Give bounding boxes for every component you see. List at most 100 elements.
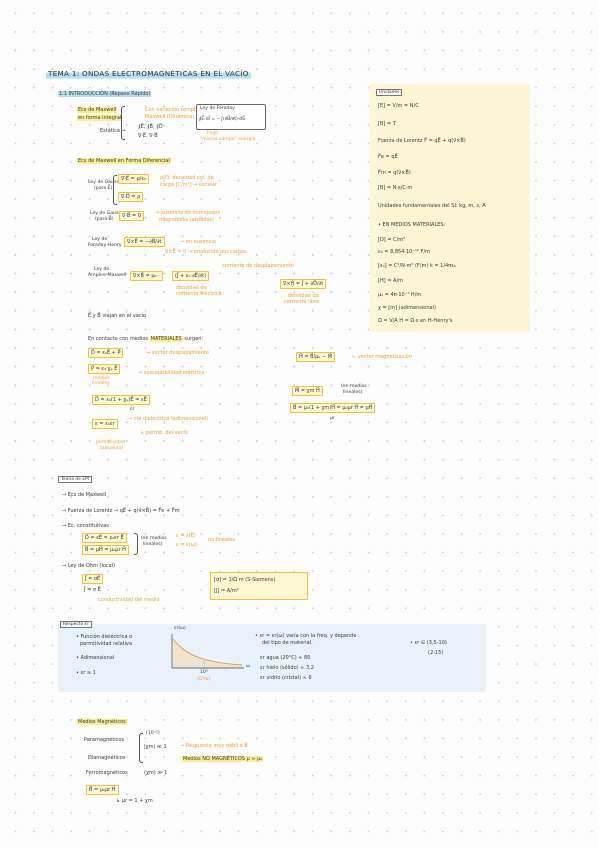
displacement-current-note: corriente de desplazamiento [222, 263, 294, 269]
small-chi: |χm| ≪ 1 [144, 744, 167, 750]
p-note: → susceptibilidad eléctrica [138, 370, 205, 376]
nonlinear-note: no lineales [208, 537, 235, 543]
ampere-label: Ley de [94, 267, 110, 272]
current-density-note-2: corriente eléctrica [176, 291, 222, 297]
paramagnetic-value: (10⁻⁵) [146, 731, 160, 736]
faraday-label-2: Faraday-Henry [88, 243, 122, 248]
ferromagnetic-label: Ferromagnéticos [86, 770, 128, 776]
free-current-note: densidad de [288, 293, 319, 299]
b-formula: B⃗ = μ₀(1 + χm)H⃗ = μ₀μr H⃗ = μH⃗ [290, 403, 376, 413]
p-formula: P⃗ = ε₀ χₑ E⃗ [88, 364, 121, 374]
materials-heading-2: MATERIALES [149, 336, 183, 342]
unit-line: χ = [m] (adimensional) [378, 305, 436, 311]
m-formula: M⃗ = χm H⃗ [292, 386, 323, 396]
gauss-e-formula: ∇·E⃗ = ρ/ε₀ [118, 174, 150, 184]
static-label: Estática → [100, 128, 126, 134]
ampere-h-formula: ∇×H⃗ = J⃗ + ∂D⃗/∂t [280, 279, 327, 289]
constitutive-b: B⃗ = μH⃗ = μ₀μr H⃗ [82, 545, 129, 555]
flux-note-2: "mismo campo" energía [200, 137, 256, 142]
m-note: (en medios [341, 384, 367, 389]
diamagnetic-label: Diamagnéticos [88, 755, 126, 761]
brace [134, 533, 138, 555]
maxwell-integral-label: Ecs de Maxwell [77, 107, 118, 113]
unit-line: [E] = V/m = N/C [378, 103, 419, 109]
paramagnetic-label: Paramagnéticos [84, 737, 125, 743]
ampere-formula-2: (J⃗ + ε₀ ∂E⃗/∂t) [172, 271, 210, 281]
linear-note: (en medios [141, 536, 167, 541]
brace [113, 175, 117, 205]
current-density-note: densidad de [176, 285, 207, 291]
d-formula: D⃗ = ε₀E⃗ + P⃗ [88, 348, 124, 358]
theory-item: → Ec. constitutivas [62, 523, 109, 529]
graph-tick: 10⁹ [200, 670, 208, 675]
b-mu-formula: B⃗ = μ₀μr H⃗ [86, 785, 119, 795]
magnetic-media-heading: Medios Magnéticos [77, 719, 127, 725]
eps-abs-note: permitividad [96, 440, 126, 445]
vacuum-line: E⃗ y B⃗ viajan en el vacío [88, 313, 147, 319]
faraday-note: → en ausencia [180, 239, 216, 245]
permittivity-graph [171, 634, 244, 669]
section-heading-intro: 1.1 INTRODUCCIÓN (Repaso Rápido) [58, 91, 152, 97]
theory-item: → Ecs de Maxwell [62, 492, 107, 498]
permittivity-bullet: permitividad relativa [80, 641, 133, 647]
eps-abs-note-2: (absoluta) [100, 446, 124, 451]
faraday-label: Ley de [92, 237, 108, 242]
ohm-unit-2: [J] = A/m² [214, 588, 239, 594]
eps-note: → cte dieléctrica (adimensional) [128, 416, 209, 422]
ohm-formula: J⃗ = σE⃗ [82, 574, 104, 584]
ferromagnetic-chi: (χm) ≫ 1 [144, 770, 168, 776]
materials-heading-3: surgen: [184, 336, 204, 342]
nonlinear-formula-2: ε = ε(ω) [176, 542, 197, 548]
permittivity-note: εr hielo (sólido) ≈ 3,2 [260, 665, 314, 671]
permittivity-range-2: (2-15) [428, 650, 444, 656]
faraday-integral-box [196, 104, 266, 130]
permittivity-range: • εr ∈ (3,5-10) [410, 640, 447, 646]
unit-line: Ω = V/A H = Ω·s en H-Henry's [378, 318, 453, 324]
gauss-e-label-2: (para E⃗) [94, 186, 113, 191]
gauss-b-label: Ley de Gauss [90, 211, 121, 216]
graph-x-label: ω [246, 664, 250, 669]
faraday-formula: ∇×E⃗ = −∂B⃗/∂t [124, 237, 165, 247]
eps0-note: ↳ permit. del vacío [140, 430, 188, 436]
nonlinear-formula: ε = ε(E⃗) [176, 533, 196, 539]
gauss-b-label-2: (para B⃗) [95, 217, 114, 222]
h-note: ← vector magnetización [352, 354, 412, 360]
static-formula-2: ∇·E⃗, ∇·B⃗ [138, 133, 158, 139]
gauss-b-formula: ∇·B⃗ = 0 [119, 211, 144, 221]
unit-line: • EN MEDIOS MATERIALES: [378, 222, 446, 228]
materials-heading-1: En contacto con medios [88, 336, 149, 342]
h-formula: H⃗ = B⃗/μ₀ − M⃗ [296, 352, 336, 362]
permittivity-note: del tipo de material. [262, 640, 313, 646]
mu-r-formula: ↳ μr = 1 + χm [116, 798, 153, 804]
b-sub: μr [330, 416, 335, 421]
conductivity-note: conductividad del medio [98, 597, 160, 603]
free-current-note-2: corriente libre [284, 299, 320, 305]
dynamic-note: Con variación temporal [145, 107, 204, 113]
theory-item: → Fuerza de Lorentz → qE⃗ + q(v⃗×B⃗) = F… [62, 508, 180, 514]
dynamic-note-2: Maxwell (Dinámica) → [145, 114, 201, 120]
materials-heading: En contacto con medios MATERIALES surgen… [88, 336, 203, 342]
ohm-heading: → Ley de Ohm (local) [62, 563, 116, 569]
faraday-integral-formula: ∮E⃗·dl⃗ = −∫(∂B⃗/∂t)·dS⃗ [199, 117, 246, 122]
gauss-b-note-2: magnéticos (aislados) [159, 217, 214, 223]
permittivity-band [58, 624, 486, 692]
faraday-integral-title: Ley de Faraday [200, 106, 235, 111]
permittivity-label: Respecto εr [60, 621, 92, 629]
permittivity-bullet: • Función dieléctrica o [76, 634, 133, 640]
unit-line: F⃗e = qE⃗ [378, 154, 398, 160]
faraday-note-2: ∇×E⃗ = 0 → producido por cargas [165, 249, 247, 255]
units-panel [370, 84, 530, 332]
eps-formula: ε = ε₀εr [92, 419, 118, 429]
unit-line: μ₀ = 4π·10⁻⁷ H/m [378, 292, 422, 298]
m-note-2: lineales) [343, 390, 363, 395]
static-formula: ∮E⃗, ∮B⃗, ∮D⃗ [138, 124, 163, 130]
flux-note: Flujo [207, 131, 218, 136]
unit-line: [ε₀] = C²/N·m² (F/m) k = 1/4πε₀ [378, 263, 456, 269]
ohm-formula-2: J⃗ = σ E⃗ [84, 587, 101, 593]
response-note: → Respuesta muy débil a B⃗ [180, 743, 248, 749]
ohm-units-box [210, 572, 308, 600]
unit-line: [B] = N·s/C·m [378, 185, 413, 191]
d2-formula: D⃗ = ε₀(1 + χₑ)E⃗ = εE⃗ [92, 395, 150, 405]
linear-note-2: lineales) [143, 542, 163, 547]
gauss-e-note-2: carga [C/m³] → escalar [160, 182, 217, 188]
